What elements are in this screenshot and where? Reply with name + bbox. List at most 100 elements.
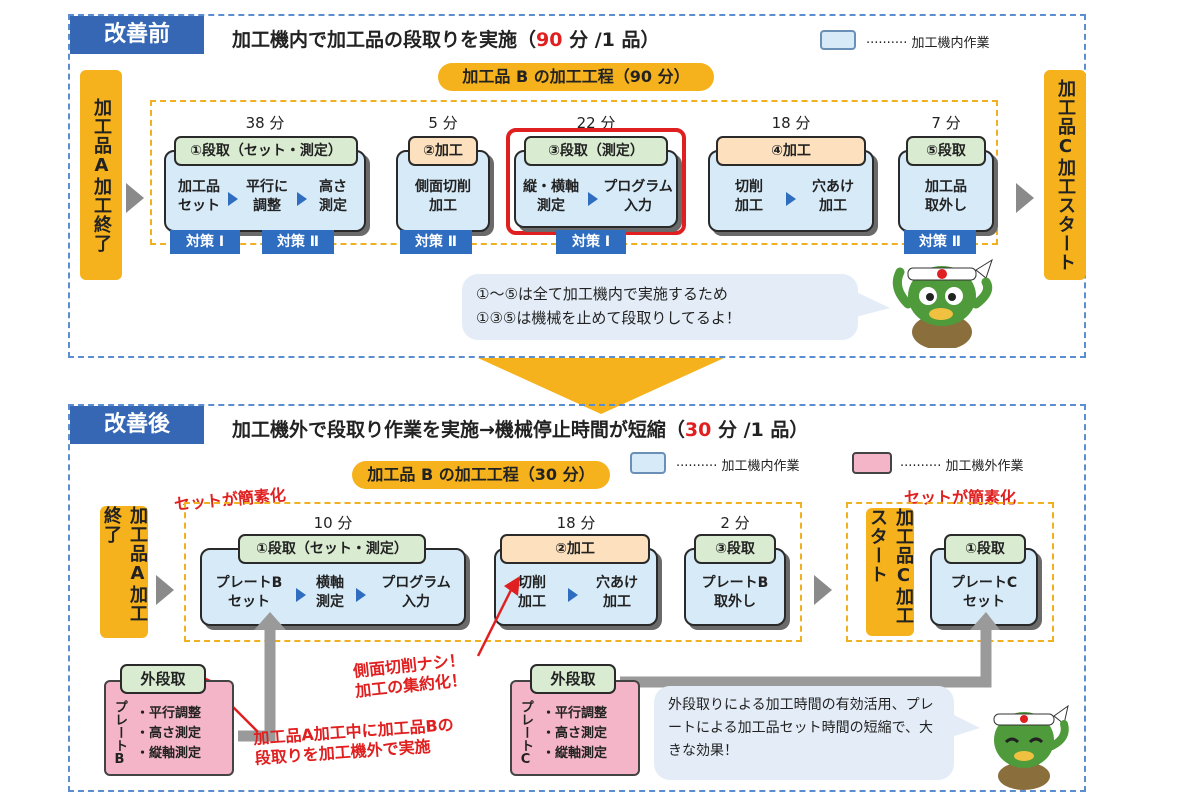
- before-left-tag: 加工品A加工終了: [80, 70, 122, 280]
- countermeasure-label: 対策 Ⅰ: [556, 230, 626, 254]
- cell-text: 平行に 調整: [246, 179, 288, 214]
- step-cell: 穴あけ 加工: [798, 178, 868, 216]
- kappa-mascot-icon: [892, 258, 993, 348]
- step-arrow: [228, 192, 238, 206]
- step-arrow: [588, 192, 598, 206]
- after-title-number: 30: [684, 419, 712, 441]
- legend-label-outside: ·········· 加工機外作業: [900, 455, 1023, 474]
- setup-item: ・縦軸測定: [136, 746, 202, 761]
- before-step-1-header: ①段取（セット・測定）: [174, 136, 358, 166]
- before-left-arrow: [126, 183, 144, 213]
- bubble-tail: [852, 290, 890, 318]
- cell-text: 切削 加工: [735, 179, 763, 214]
- cell-text: プレートB セット: [215, 575, 283, 610]
- step-cell: 高さ 測定: [308, 178, 358, 216]
- after-mid-arrow: [814, 575, 832, 605]
- after-step-2-header: ②加工: [500, 534, 650, 564]
- step-arrow: [568, 588, 578, 602]
- route-arrow-c: [620, 612, 1000, 688]
- legend-label-inside: ·········· 加工機内作業: [676, 455, 799, 474]
- bubble-line: ①〜⑤は全て加工機内で実施するため: [476, 285, 728, 303]
- setup-item: ・平行調整: [542, 706, 608, 721]
- after-step-c-header: ①段取: [944, 534, 1026, 564]
- countermeasure-label: 対策 Ⅱ: [262, 230, 334, 254]
- after-panel: [68, 404, 1086, 792]
- legend-swatch-outside: [852, 452, 892, 474]
- before-step-3-header: ③段取（測定）: [524, 136, 668, 166]
- legend-swatch-inside: [820, 30, 856, 50]
- before-step-2-header: ②加工: [408, 136, 478, 166]
- step-cell: 平行に 調整: [238, 178, 296, 216]
- cell-text: 穴あけ 加工: [812, 179, 854, 214]
- step-arrow: [786, 192, 796, 206]
- annotation-arrow-cut: [476, 576, 520, 657]
- before-right-tag: 加工品C加工スタート: [1044, 70, 1086, 280]
- kappa-mascot-icon: [993, 704, 1069, 790]
- step-minutes: 10 分: [313, 514, 353, 532]
- external-setup-b: [104, 680, 234, 776]
- step-cell: 切削 加工: [714, 178, 784, 216]
- after-left-tag: 加工品A加工終了: [100, 506, 148, 638]
- step-arrow: [356, 588, 366, 602]
- before-step-5-header: ⑤段取: [906, 136, 986, 166]
- after-step-3-header: ③段取: [694, 534, 776, 564]
- step-arrow: [297, 192, 307, 206]
- legend-text: 加工機内作業: [721, 459, 800, 474]
- setup-item: ・縦軸測定: [542, 746, 608, 761]
- before-speech-bubble: ①〜⑤は全て加工機内で実施するため ①③⑤は機械を止めて段取りしてるよ！: [462, 274, 858, 340]
- after-right-tag: 加工品C加工スタート: [866, 508, 914, 636]
- setup-item: ・高さ測定: [136, 726, 202, 741]
- step-cell: プレートB 取外し: [686, 574, 784, 612]
- cell-text: 側面切削 加工: [415, 179, 471, 214]
- before-step-4-header: ④加工: [716, 136, 866, 166]
- external-setup-c-items: ・平行調整 ・高さ測定 ・縦軸測定: [542, 704, 607, 764]
- step-cell: プログラム 入力: [368, 574, 464, 612]
- cell-text: 加工品 セット: [178, 179, 220, 214]
- before-tag: 改善前: [70, 16, 204, 54]
- cell-text: 高さ 測定: [319, 179, 347, 214]
- after-step-1-header: ①段取（セット・測定）: [238, 534, 426, 564]
- after-left-arrow: [156, 575, 174, 605]
- step-minutes: 2 分: [720, 514, 750, 532]
- step-cell: 横軸 測定: [308, 574, 352, 612]
- step-cell: プレートB セット: [204, 574, 294, 612]
- legend-dots: ··········: [900, 459, 946, 474]
- route-arrow-b: [238, 612, 286, 742]
- external-setup-b-header: 外段取: [120, 664, 206, 694]
- bubble-line: ①③⑤は機械を止めて段取りしてるよ！: [476, 309, 741, 327]
- before-title: 加工機内で加工品の段取りを実施（90 分 /1 品）: [232, 25, 659, 52]
- before-title-number: 90: [536, 29, 563, 51]
- external-setup-c-header: 外段取: [530, 664, 616, 694]
- step-minutes: 7 分: [931, 114, 961, 132]
- after-c-group: [846, 502, 1054, 642]
- setup-item: ・平行調整: [136, 706, 202, 721]
- countermeasure-label: 対策 Ⅱ: [400, 230, 472, 254]
- bubble-tail: [948, 712, 980, 738]
- cell-text: 穴あけ 加工: [596, 575, 638, 610]
- after-tag: 改善後: [70, 406, 204, 444]
- legend-dots: ··········: [676, 459, 722, 474]
- step-cell: 穴あけ 加工: [582, 574, 652, 612]
- cell-text: 加工品 取外し: [925, 179, 967, 214]
- after-process-label: 加工品 B の加工工程（30 分）: [352, 461, 610, 489]
- legend-swatch-inside: [630, 452, 666, 474]
- before-title-suffix: 分 /1 品）: [562, 29, 660, 51]
- step-cell: 切削 加工: [498, 574, 566, 612]
- step-cell: 加工品 セット: [167, 178, 231, 216]
- external-setup-b-plate: プレートB: [112, 700, 127, 767]
- step-cell: 加工品 取外し: [900, 178, 992, 216]
- external-setup-c: [510, 680, 640, 776]
- after-title: 加工機外で段取り作業を実施→機械停止時間が短縮（30 分 /1 品）: [232, 415, 808, 442]
- countermeasure-label: 対策 Ⅰ: [170, 230, 240, 254]
- step-minutes: 18 分: [556, 514, 596, 532]
- after-title-suffix: 分 /1 品）: [711, 419, 809, 441]
- cell-text: プレートC セット: [950, 575, 1018, 610]
- after-title-prefix: 加工機外で段取り作業を実施→機械停止時間が短縮（: [232, 419, 685, 441]
- cell-text: 切削 加工: [518, 575, 546, 610]
- step-minutes: 18 分: [771, 114, 811, 132]
- step-arrow: [296, 588, 306, 602]
- legend-label-inside: ·········· 加工機内作業: [866, 32, 989, 51]
- before-process-label: 加工品 B の加工工程（90 分）: [438, 63, 714, 91]
- cell-text: プログラム 入力: [603, 179, 673, 214]
- step-minutes: 22 分: [576, 114, 616, 132]
